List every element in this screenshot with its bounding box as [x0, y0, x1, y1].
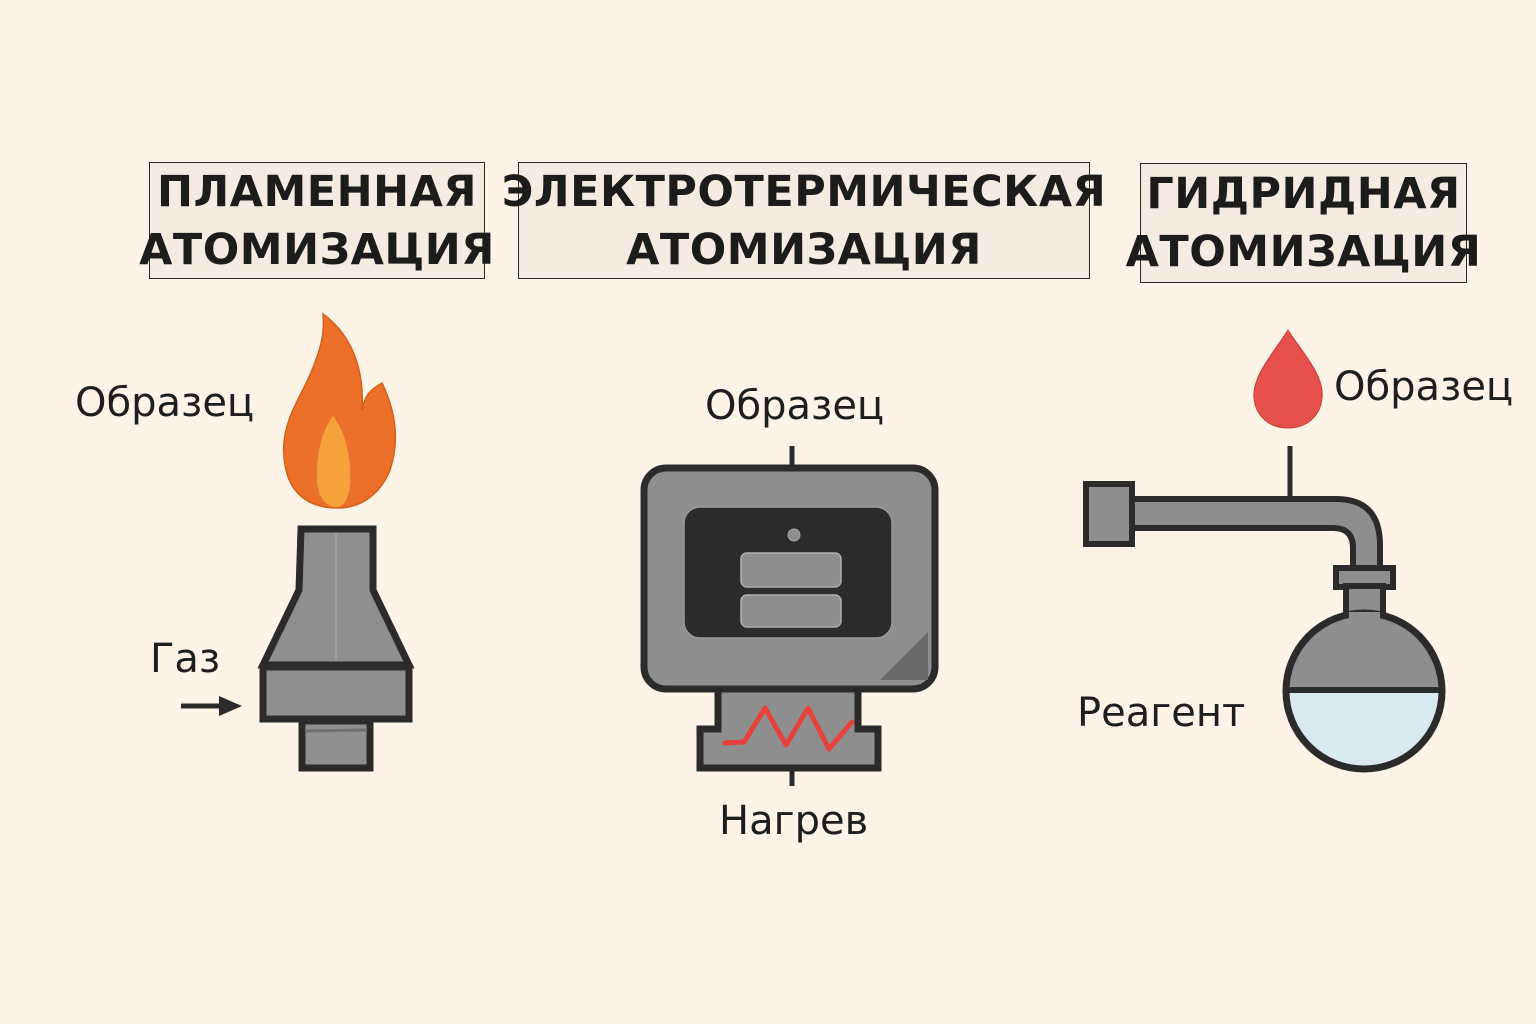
droplet-icon — [1253, 329, 1323, 497]
electrothermal-atomization-title: ЭЛЕКТРОТЕРМИЧЕСКАЯ АТОМИЗАЦИЯ — [502, 162, 1106, 279]
electrothermal-sample-label: Образец — [705, 383, 885, 429]
title-line-1: ГИДРИДНАЯ — [1146, 169, 1461, 219]
gas-label: Газ — [150, 636, 221, 682]
burner-icon — [257, 525, 415, 772]
arrow-right-icon — [181, 696, 242, 716]
heating-label: Нагрев — [719, 798, 869, 844]
flask-icon — [1282, 565, 1446, 773]
hydride-atomization-title: ГИДРИДНАЯ АТОМИЗАЦИЯ — [1126, 163, 1481, 283]
tube-icon — [1083, 481, 1383, 571]
heating-coil-icon — [696, 685, 882, 786]
title-line-2: АТОМИЗАЦИЯ — [1125, 227, 1482, 277]
reagent-label: Реагент — [1077, 690, 1246, 736]
title-line-1: ЭЛЕКТРОТЕРМИЧЕСКАЯ — [501, 166, 1107, 217]
title-line-1: ПЛАМЕННАЯ — [156, 166, 477, 217]
flame-icon — [283, 312, 396, 509]
flame-sample-label: Образец — [75, 380, 255, 426]
graphite-furnace-icon — [640, 446, 939, 693]
title-line-2: АТОМИЗАЦИЯ — [139, 224, 495, 275]
flame-atomization-title: ПЛАМЕННАЯ АТОМИЗАЦИЯ — [139, 162, 494, 279]
title-line-2: АТОМИЗАЦИЯ — [626, 224, 982, 275]
hydride-sample-label: Образец — [1334, 364, 1514, 410]
